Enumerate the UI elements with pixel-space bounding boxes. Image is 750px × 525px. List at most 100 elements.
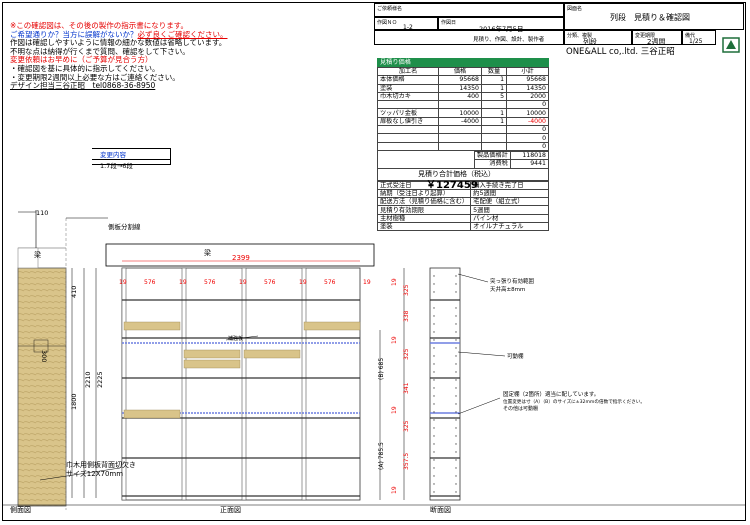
company-name: ONE&ALL co,.ltd. 三谷正昭 [566,47,675,57]
shelf-pin-hole [433,355,435,357]
estimate-title: 見積り価格 [377,58,549,67]
title-block: ご依頼様名 図面名 列段 見積り＆確認図 作図ＮＯ 1-2 作図日 2016年7… [374,3,744,57]
shelf-pin-hole [455,299,457,301]
shelf-pin-hole [433,491,435,493]
board-thickness-dim: 19 [299,279,307,286]
shelf-pin-hole [433,467,435,469]
side-view-label: 側面図 [10,505,31,514]
info-row: 塗装オイルナチュラル [376,222,549,232]
change-box: 変更内容 1.7段→6段 [92,148,171,170]
col-width-dim: 576 [144,279,156,286]
shelf-pin-hole [455,339,457,341]
svg-text:410: 410 [70,286,78,298]
shelf-pin-hole [433,411,435,413]
svg-text:(A) 785.5: (A) 785.5 [378,442,385,470]
total-price: ￥127459 [426,179,478,191]
shelf-pin-hole [433,275,435,277]
drawing-name-cell: 図面名 列段 見積り＆確認図 [564,3,744,30]
svg-text:可動棚: 可動棚 [507,352,524,360]
side-board [181,267,187,501]
shelf-spacing-dim: 338 [403,310,410,322]
shelf-pin-hole [455,291,457,293]
shelf-spacing-dim: 325 [403,284,410,296]
shelf-pin-hole [455,387,457,389]
svg-text:その他は可動棚: その他は可動棚 [503,405,538,412]
shelf-pin-hole [433,363,435,365]
date-cell: 作図日 2016年7月5日 [438,17,564,33]
shelf-pin-hole [455,467,457,469]
total-width-dim: 2399 [232,254,250,262]
order-info: 正式受注日購入手続き完了日納期（受注日より起算）約5週間配送方法（見積り価格に含… [376,180,549,232]
shelf-pin-hole [455,419,457,421]
reinforce-board [123,321,181,331]
shelf-pin-hole [433,443,435,445]
shelf-pin-hole [455,275,457,277]
company-logo-icon [722,37,740,53]
col-width-dim: 576 [204,279,216,286]
baseboard-note-2: サイズ12X70mm [66,469,123,478]
height-dimensions: 410 1800 2210 2225 [70,268,104,498]
customer-cell: ご依頼様名 [374,3,564,17]
shelf-pin-hole [433,371,435,373]
board-thickness-dim: 19 [119,279,127,286]
shelf-pin-hole [433,307,435,309]
shelf-pin-hole [455,355,457,357]
shelf-pin-hole [455,315,457,317]
board-thickness-dim: 19 [391,336,398,344]
baseboard-note-1: 巾木用側板背面切欠き [66,460,136,469]
svg-text:2210: 2210 [84,371,92,388]
shelf-spacing-dim: 357.5 [403,453,410,470]
shelf-pin-hole [433,475,435,477]
reinforce-board [243,349,301,359]
shelf-pin-hole [455,483,457,485]
estimate-row: 0 [377,141,549,151]
shelf-pin-hole [433,291,435,293]
shelf-pin-hole [455,403,457,405]
shelf-pin-hole [455,451,457,453]
drawing-no-cell: 作図ＮＯ 1-2 [374,17,438,31]
period-cell: 変更期限 2週間 [632,30,682,46]
shelf-pin-hole [455,347,457,349]
roles-cell: 見積り、作図、設計、製作者 [374,30,564,45]
board-thickness-dim: 19 [391,278,398,286]
side-view: 梁 110 側板分割線 300 側面図 [10,209,141,514]
shelf-pin-hole [433,395,435,397]
svg-text:固定棚（2箇所）適当に配しています。: 固定棚（2箇所）適当に配しています。 [503,390,599,398]
side-board [121,267,127,501]
svg-text:天井高±8mm: 天井高±8mm [490,285,525,293]
board-thickness-dim: 19 [239,279,247,286]
shelf-pin-hole [455,307,457,309]
shelf-pin-hole [433,347,435,349]
shelf-pin-hole [433,315,435,317]
shelf-pin-hole [455,331,457,333]
shelf-pin-hole [433,299,435,301]
shelf-pin-hole [433,427,435,429]
shelf-pin-hole [455,435,457,437]
shelf-pin-hole [455,395,457,397]
board-thickness-dim: 19 [391,406,398,414]
side-panel [17,267,67,507]
shelf-pin-hole [455,371,457,373]
shelf-pin-hole [433,435,435,437]
side-board [241,267,247,501]
shelf-pin-hole [455,363,457,365]
page-cell: 備代 1/25 [682,30,716,45]
shelf-pin-hole [455,443,457,445]
shelf-pin-hole [433,387,435,389]
svg-text:1800: 1800 [70,393,78,410]
notes-block: ※この確認図は、その後の製作の指示書になります。 ご希望通りか？当方に誤解がない… [10,21,228,91]
dim-300: 300 [40,350,48,362]
col-width-dim: 576 [324,279,336,286]
dim-110: 110 [36,209,48,217]
svg-text:2225: 2225 [96,371,104,388]
beam-label-front: 梁 [204,248,211,257]
shelf-pin-hole [433,283,435,285]
svg-text:位置変更は寸（A）（B）のサイズに±32mmの倍数で指示くだ: 位置変更は寸（A）（B）のサイズに±32mmの倍数で指示ください。 [503,398,645,405]
shelf-pin-hole [433,323,435,325]
board-thickness-dim: 19 [179,279,187,286]
side-partition-label: 側板分割線 [108,222,141,231]
